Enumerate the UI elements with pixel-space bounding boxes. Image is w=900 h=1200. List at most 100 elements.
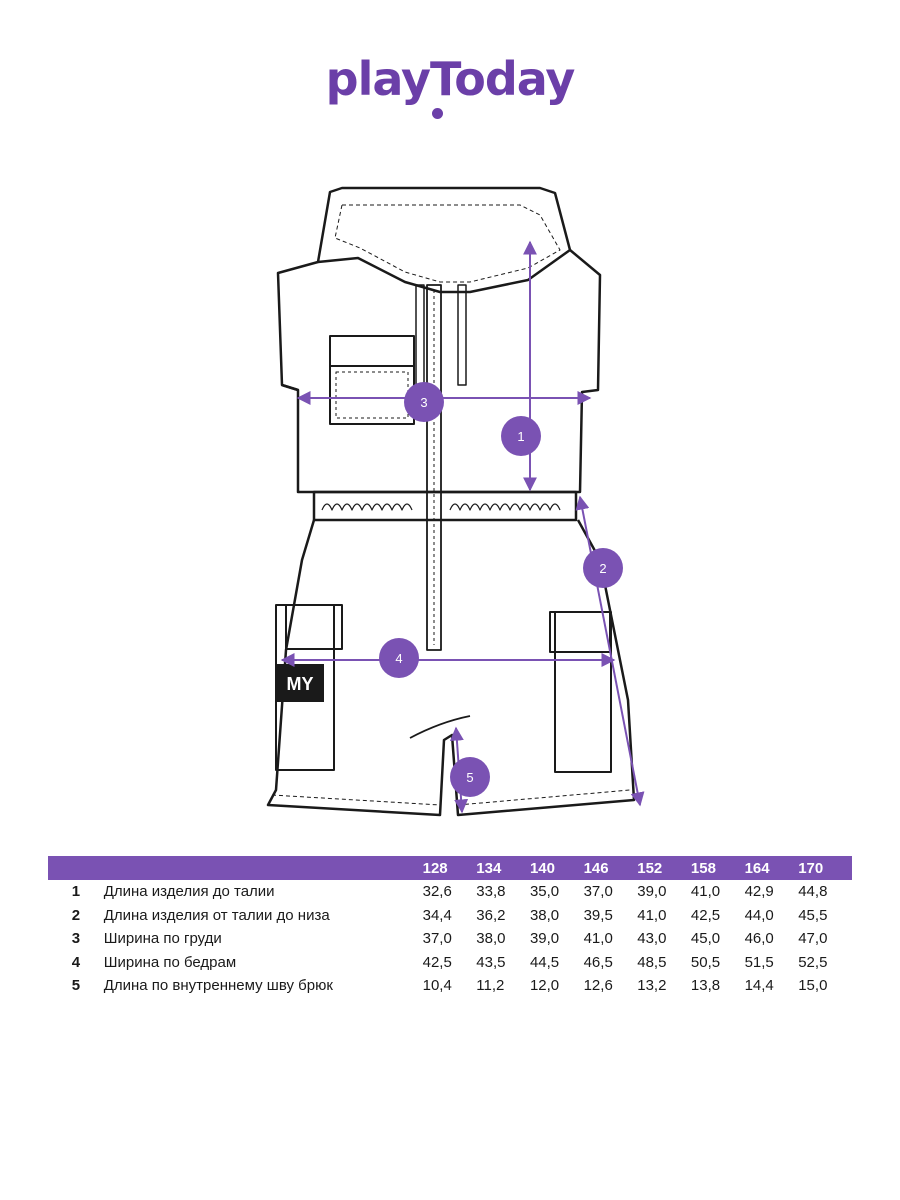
value-cell: 39,5	[583, 906, 613, 924]
drawstring-right	[457, 284, 467, 386]
value-cell: 39,0	[637, 883, 667, 901]
row-label: Длина по внутреннему шву брюк	[103, 977, 333, 995]
logo-dot	[432, 108, 443, 119]
size-header-cell: 158	[690, 856, 745, 880]
value-cell: 10,4	[422, 977, 452, 995]
size-header-cell: 170	[798, 856, 852, 880]
size-header-cell: 140	[529, 856, 584, 880]
zipper	[426, 284, 442, 651]
waistband-gathers	[321, 503, 561, 511]
waistband	[312, 490, 578, 522]
table-row: 4 Ширина по бедрам 42,5 43,5 44,5 46,5 4…	[48, 951, 852, 975]
value-cell: 38,0	[529, 906, 560, 924]
value-cell: 33,8	[476, 883, 506, 901]
size-header-cell: 146	[583, 856, 638, 880]
value-cell: 13,8	[690, 977, 721, 995]
row-label: Ширина по груди	[103, 930, 222, 948]
value-cell: 32,6	[422, 883, 452, 901]
value-cell: 42,5	[690, 906, 721, 924]
row-number: 4	[71, 953, 81, 971]
svg-text:5: 5	[466, 770, 473, 785]
svg-text:3: 3	[420, 395, 427, 410]
hood	[316, 186, 572, 294]
crotch-seam	[409, 715, 471, 739]
value-cell: 45,0	[690, 930, 721, 948]
garment-technical-drawing: MY 1 2 3 4 5	[266, 186, 645, 817]
value-cell: 44,8	[798, 883, 828, 901]
cargo-pocket-right	[554, 611, 612, 773]
value-cell: 11,2	[476, 977, 505, 995]
value-cell: 34,4	[422, 906, 452, 924]
value-cell: 35,0	[529, 883, 560, 901]
chest-pocket	[329, 365, 415, 425]
table-row: 5 Длина по внутреннему шву брюк 10,4 11,…	[48, 974, 852, 998]
row-label: Длина изделия от талии до низа	[103, 906, 330, 924]
value-cell: 36,2	[476, 906, 506, 924]
value-cell: 41,0	[690, 883, 721, 901]
size-table: 128 134 140 146 152 158 164 170 1 Длина …	[48, 856, 852, 998]
value-cell: 41,0	[583, 930, 613, 948]
chest-pocket-flap	[329, 335, 415, 367]
shorts-hem-left	[271, 794, 441, 806]
chest-pocket-stitch	[335, 371, 409, 419]
value-cell: 15,0	[798, 977, 828, 995]
value-cell: 44,0	[744, 906, 774, 924]
value-cell: 13,2	[637, 977, 667, 995]
value-cell: 41,0	[637, 906, 667, 924]
row-number: 5	[71, 977, 81, 995]
value-cell: 51,5	[744, 953, 774, 971]
drawstring-left	[415, 284, 425, 386]
row-number: 2	[71, 906, 81, 924]
value-cell: 44,5	[529, 953, 560, 971]
value-cell: 38,0	[476, 930, 506, 948]
row-number: 1	[71, 883, 81, 901]
callout-5: 5	[450, 757, 490, 797]
value-cell: 43,5	[476, 953, 506, 971]
svg-text:1: 1	[517, 429, 524, 444]
callout-1: 1	[501, 416, 541, 456]
table-row: 3 Ширина по груди 37,0 38,0 39,0 41,0 43…	[48, 927, 852, 951]
value-cell: 46,5	[583, 953, 613, 971]
callout-3: 3	[404, 382, 444, 422]
armhole-left-seam	[281, 383, 299, 392]
callout-2: 2	[583, 548, 623, 588]
size-header-cell: 134	[476, 856, 530, 880]
cargo-pocket-right-flap	[549, 611, 611, 653]
svg-text:2: 2	[599, 561, 606, 576]
value-cell: 14,4	[744, 977, 774, 995]
table-row: 2 Длина изделия от талии до низа 34,4 36…	[48, 904, 852, 928]
romper-outline	[266, 186, 636, 817]
size-header-cell: 128	[422, 856, 477, 880]
value-cell: 46,0	[744, 930, 774, 948]
value-cell: 39,0	[529, 930, 560, 948]
row-label: Длина изделия до талии	[103, 883, 275, 901]
table-row: 1 Длина изделия до талии 32,6 33,8 35,0 …	[48, 880, 852, 904]
hood-inner	[334, 204, 561, 283]
value-cell: 37,0	[583, 883, 613, 901]
bodice	[276, 249, 602, 494]
value-cell: 50,5	[690, 953, 721, 971]
measurement-lines	[280, 240, 645, 814]
callout-4: 4	[379, 638, 419, 678]
size-header-row: 128 134 140 146 152 158 164 170	[48, 856, 852, 880]
my-patch	[276, 664, 324, 702]
value-cell: 48,5	[637, 953, 667, 971]
value-cell: 42,5	[422, 953, 452, 971]
cargo-pocket-left-flap	[285, 604, 343, 650]
size-header-cell: 152	[637, 856, 691, 880]
value-cell: 43,0	[637, 930, 667, 948]
my-patch-text: MY	[287, 674, 314, 694]
value-cell: 12,0	[529, 977, 560, 995]
svg-text:4: 4	[395, 651, 402, 666]
value-cell: 52,5	[798, 953, 828, 971]
row-number: 3	[71, 930, 81, 948]
size-header-cell: 164	[744, 856, 799, 880]
measure-line-2	[575, 495, 645, 807]
value-cell: 37,0	[422, 930, 452, 948]
value-cell: 12,6	[583, 977, 613, 995]
value-cell: 45,5	[798, 906, 828, 924]
row-label: Ширина по бедрам	[103, 953, 237, 971]
value-cell: 42,9	[744, 883, 774, 901]
brand-logo: playToday	[325, 52, 576, 106]
value-cell: 47,0	[798, 930, 828, 948]
